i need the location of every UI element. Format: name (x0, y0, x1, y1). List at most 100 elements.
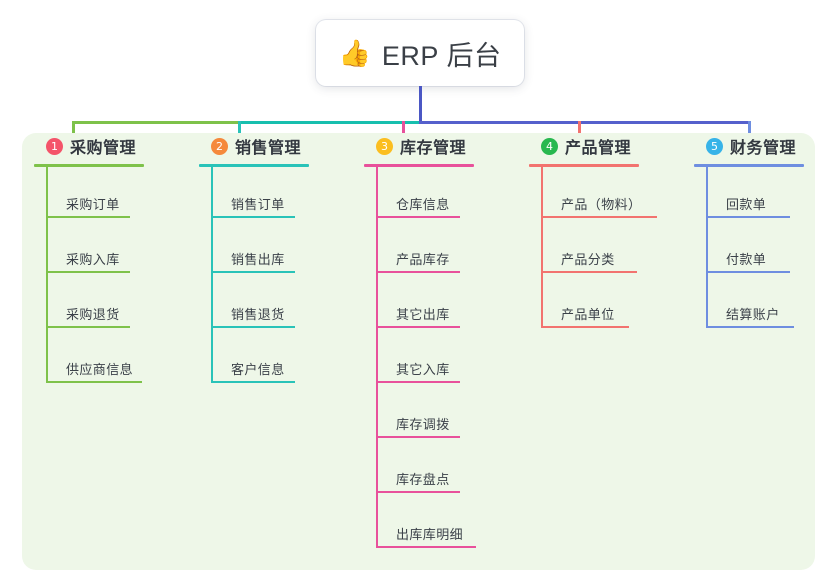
leaf-item[interactable]: 供应商信息 (34, 332, 144, 387)
leaf-label: 采购入库 (66, 252, 120, 267)
leaf-item[interactable]: 结算账户 (694, 277, 804, 332)
leaf-underline (706, 271, 790, 273)
leaf-label: 产品库存 (396, 252, 450, 267)
branch-5: 回款单付款单结算账户 (694, 167, 804, 332)
leaf-label: 产品单位 (561, 307, 615, 322)
thumbs-up-icon: 👍 (338, 38, 371, 68)
branch-spine-3 (376, 167, 378, 548)
column-title-5: 财务管理 (730, 140, 797, 157)
column-underline-5 (694, 164, 804, 167)
leaf-label: 销售订单 (231, 197, 285, 212)
leaf-item[interactable]: 销售出库 (199, 222, 309, 277)
leaf-item[interactable]: 其它出库 (364, 277, 474, 332)
leaf-item[interactable]: 其它入库 (364, 332, 474, 387)
root-node-content: 👍 ERP 后台 (339, 34, 502, 73)
leaf-label: 采购退货 (66, 307, 120, 322)
leaf-label: 付款单 (726, 252, 767, 267)
leaf-item[interactable]: 产品分类 (529, 222, 639, 277)
leaf-label: 其它入库 (396, 362, 450, 377)
rail-segment-mid (238, 121, 422, 124)
leaf-underline (211, 271, 295, 273)
leaf-underline (376, 271, 460, 273)
branch-4: 产品（物料） 产品分类产品单位 (529, 167, 657, 332)
leaf-underline (541, 216, 657, 218)
leaf-underline (46, 216, 130, 218)
column-header-2[interactable]: 2 销售管理 (199, 133, 309, 159)
leaf-underline (541, 326, 629, 328)
leaf-item[interactable]: 仓库信息 (364, 167, 474, 222)
leaf-underline (211, 381, 295, 383)
leaf-label: 产品分类 (561, 252, 615, 267)
column-badge-3: 3 (376, 137, 393, 155)
leaf-item[interactable]: 产品库存 (364, 222, 474, 277)
branch-spine-4 (541, 167, 543, 328)
leaf-label: 库存调拨 (396, 417, 450, 432)
leaf-underline (541, 271, 637, 273)
leaf-underline (706, 326, 794, 328)
leaf-label: 库存盘点 (396, 472, 450, 487)
leaf-underline (706, 216, 790, 218)
leaf-item[interactable]: 客户信息 (199, 332, 309, 387)
root-node[interactable]: 👍 ERP 后台 (316, 20, 524, 86)
leaf-item[interactable]: 产品（物料） (529, 167, 657, 222)
leaf-underline (376, 436, 460, 438)
leaf-item[interactable]: 采购订单 (34, 167, 144, 222)
rail-segment-right (419, 121, 751, 124)
leaf-label: 客户信息 (231, 362, 285, 377)
leaf-label: 供应商信息 (66, 362, 134, 377)
leaf-underline (211, 216, 295, 218)
leaf-label: 结算账户 (726, 307, 780, 322)
root-title: ERP 后台 (381, 40, 502, 71)
column-header-3[interactable]: 3 库存管理 (364, 133, 474, 159)
column-underline-4 (529, 164, 639, 167)
leaf-underline (46, 271, 130, 273)
leaf-item[interactable]: 采购退货 (34, 277, 144, 332)
column-title-2: 销售管理 (235, 140, 302, 157)
root-trunk-line (419, 86, 422, 124)
column-3: 3 库存管理仓库信息产品库存其它出库其它入库库存调拨库存盘点出库库明细 (364, 133, 476, 552)
column-badge-5: 5 (706, 137, 723, 155)
column-header-5[interactable]: 5 财务管理 (694, 133, 804, 159)
branch-1: 采购订单采购入库采购退货供应商信息 (34, 167, 144, 387)
branch-3: 仓库信息产品库存其它出库其它入库库存调拨库存盘点出库库明细 (364, 167, 476, 552)
leaf-label: 销售退货 (231, 307, 285, 322)
column-underline-3 (364, 164, 474, 167)
column-badge-2: 2 (211, 137, 228, 155)
column-underline-2 (199, 164, 309, 167)
leaf-item[interactable]: 产品单位 (529, 277, 639, 332)
leaf-underline (211, 326, 295, 328)
leaf-label: 销售出库 (231, 252, 285, 267)
leaf-item[interactable]: 回款单 (694, 167, 804, 222)
leaf-item[interactable]: 出库库明细 (364, 497, 476, 552)
branch-2: 销售订单销售出库销售退货客户信息 (199, 167, 309, 387)
column-title-3: 库存管理 (400, 140, 467, 157)
leaf-item[interactable]: 付款单 (694, 222, 804, 277)
column-badge-1: 1 (46, 137, 63, 155)
leaf-label: 产品（物料） (561, 197, 642, 212)
column-underline-1 (34, 164, 144, 167)
column-5: 5 财务管理回款单付款单结算账户 (694, 133, 804, 332)
leaf-item[interactable]: 库存盘点 (364, 442, 474, 497)
leaf-item[interactable]: 销售退货 (199, 277, 309, 332)
leaf-underline (376, 326, 460, 328)
branch-spine-2 (211, 167, 213, 383)
leaf-underline (376, 381, 460, 383)
leaf-label: 仓库信息 (396, 197, 450, 212)
leaf-item[interactable]: 采购入库 (34, 222, 144, 277)
leaf-underline (376, 216, 460, 218)
leaf-label: 出库库明细 (396, 527, 464, 542)
column-title-4: 产品管理 (565, 140, 632, 157)
leaf-label: 回款单 (726, 197, 767, 212)
leaf-underline (376, 491, 460, 493)
leaf-item[interactable]: 销售订单 (199, 167, 309, 222)
leaf-underline (376, 546, 476, 548)
leaf-item[interactable]: 库存调拨 (364, 387, 474, 442)
rail-segment-left (72, 121, 238, 124)
branch-spine-1 (46, 167, 48, 383)
